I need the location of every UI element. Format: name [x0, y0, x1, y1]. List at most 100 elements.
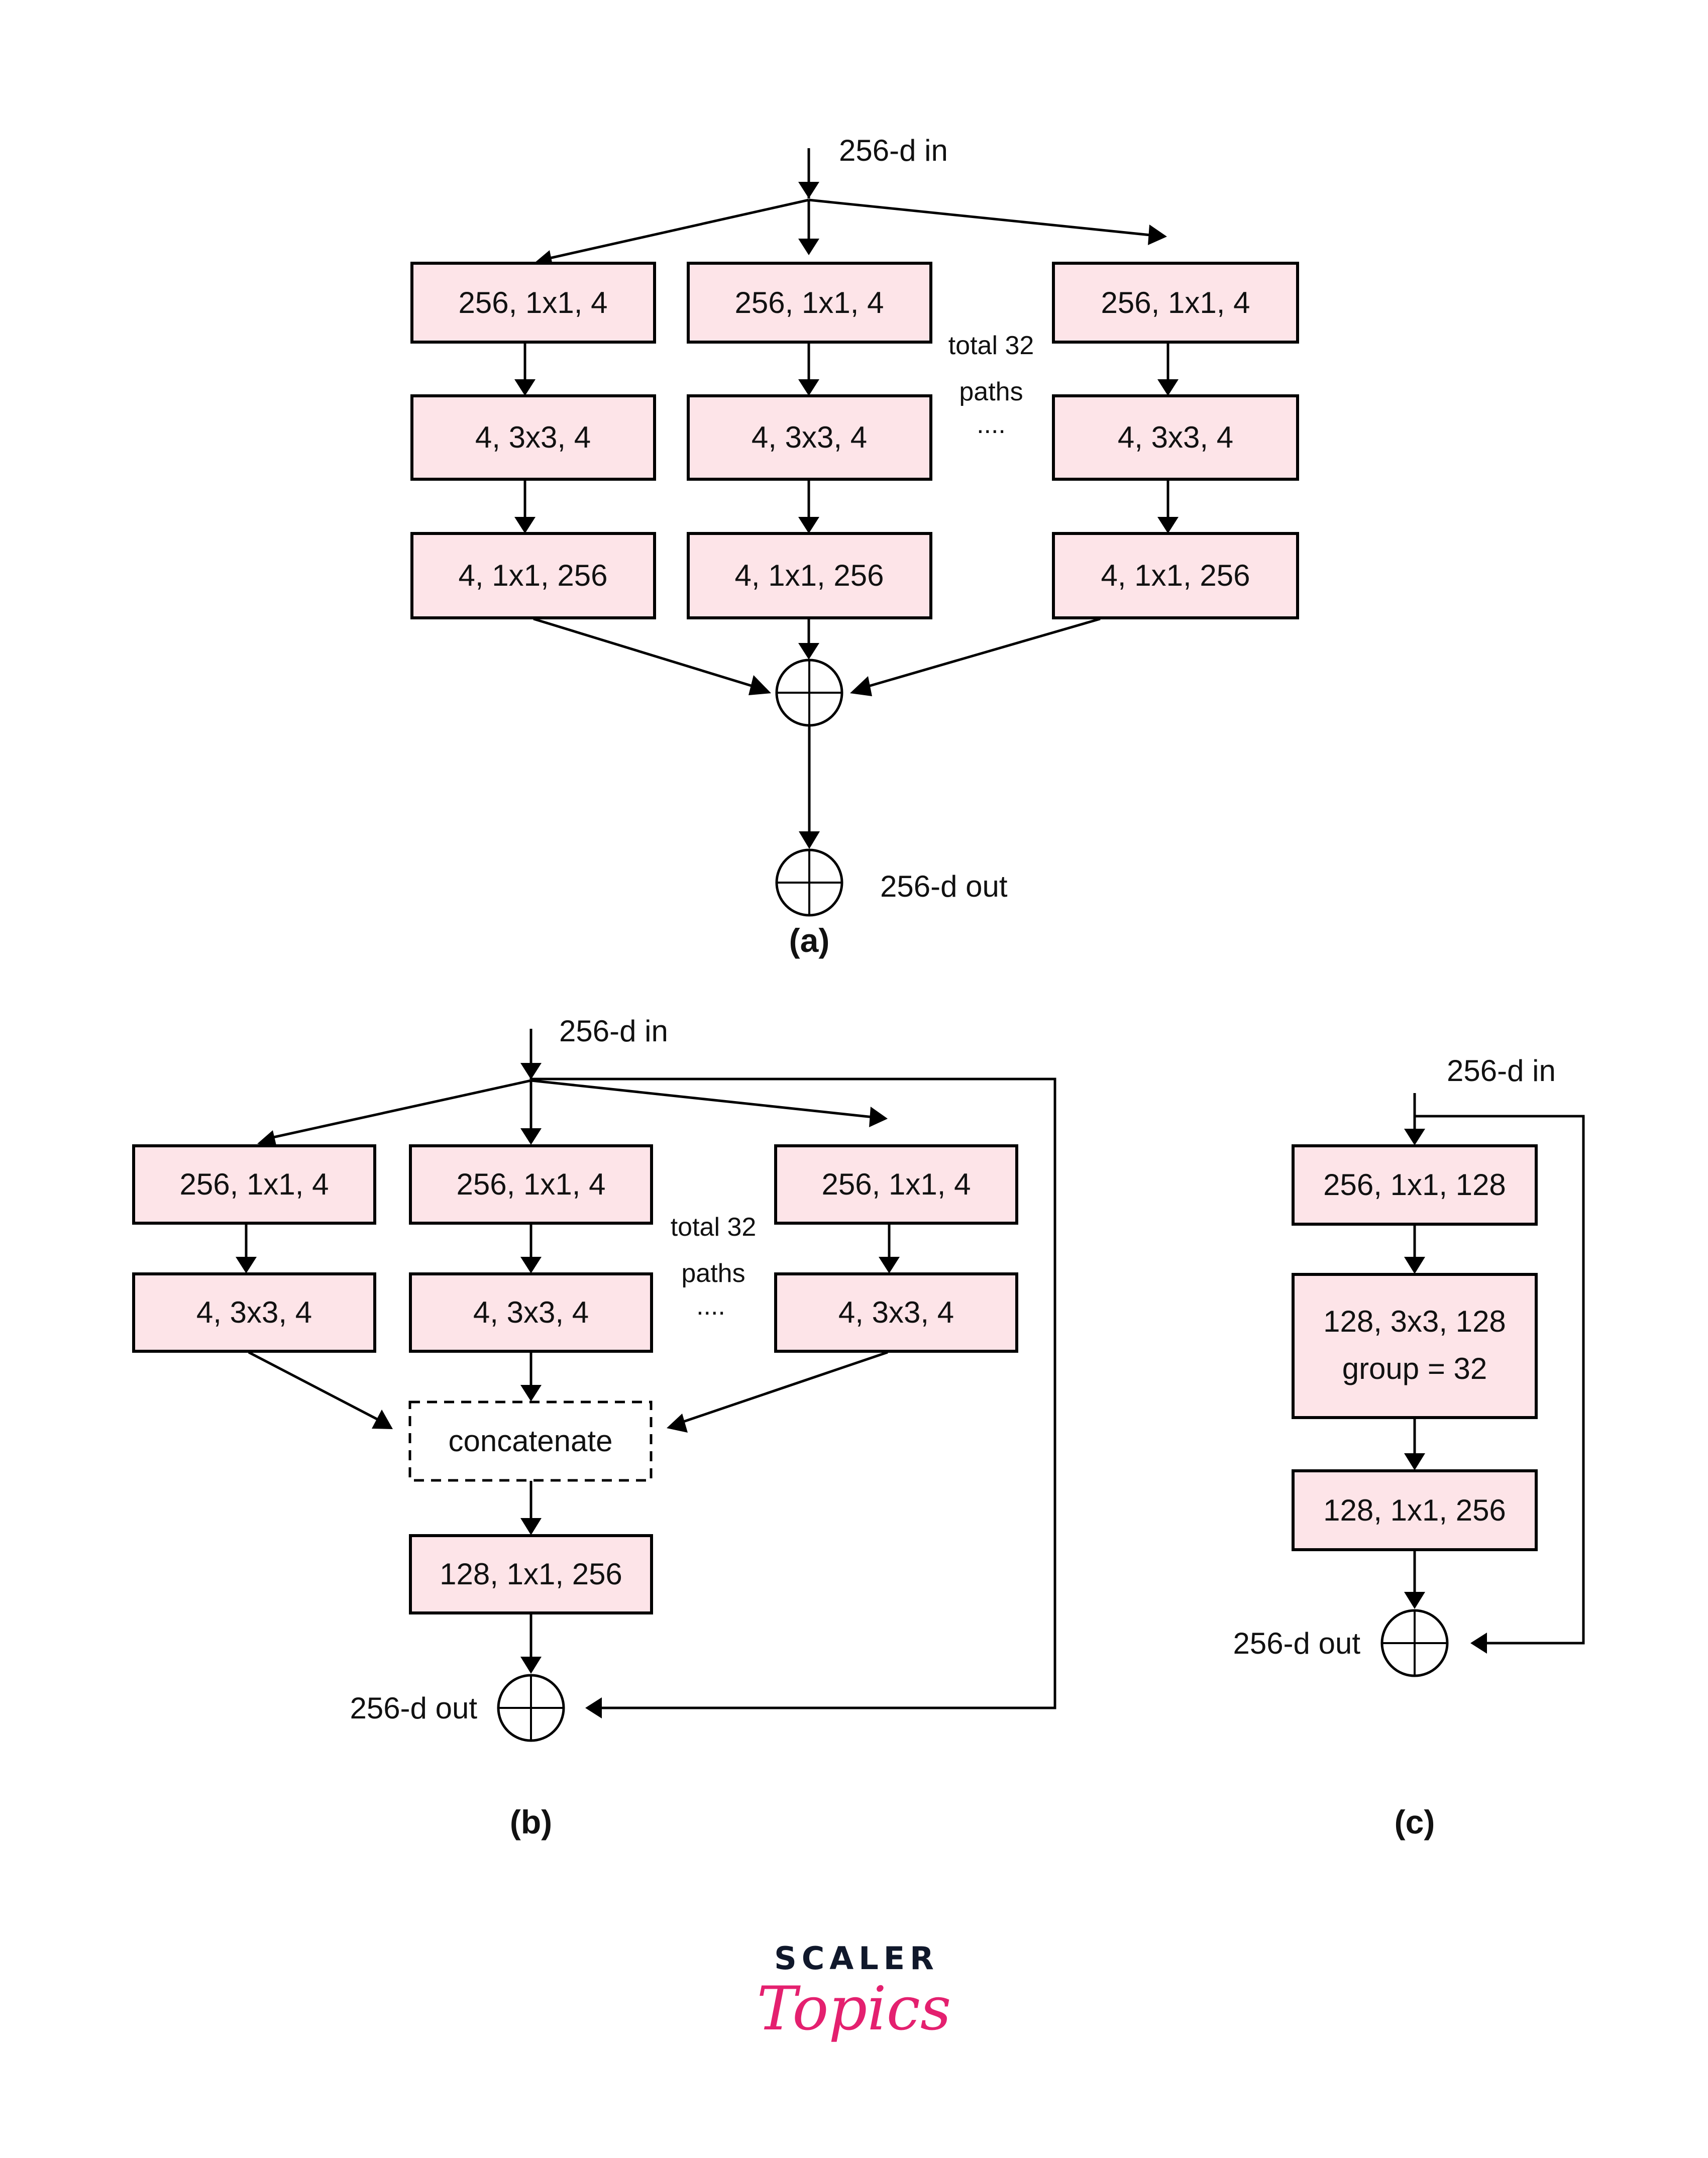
- sum-node-icon: [775, 659, 843, 727]
- conv-block: [410, 262, 656, 344]
- branch-line-left-a: [545, 198, 809, 261]
- branch-line-left-b: [268, 1079, 531, 1140]
- arrowhead: [798, 239, 819, 255]
- conv-block: [774, 1272, 1018, 1353]
- conv-block-label: 4, 1x1, 256: [735, 559, 884, 592]
- paths-note-ellipsis: ....: [977, 410, 1006, 439]
- conv-block: [1292, 1144, 1538, 1226]
- diagram-b: 256-d in 256, 1x1, 4 4, 3x3, 4 256, 1x1,…: [132, 1014, 1056, 1841]
- diagram-c: 256-d in 256, 1x1, 128 128, 3x3, 128 gro…: [1233, 1054, 1585, 1841]
- conv-block-label: 256, 1x1, 4: [457, 1167, 606, 1201]
- skip-connection-c: [1415, 1115, 1585, 1645]
- arrowhead: [667, 1414, 688, 1433]
- paths-note-total: total 32: [948, 331, 1034, 360]
- conv-block: [1052, 262, 1299, 344]
- diagram-a: 256-d in 256, 1x1, 4 4, 3x3, 4 4, 1x1, 2…: [410, 134, 1299, 959]
- arrowhead: [1404, 1129, 1425, 1145]
- arrowhead: [1157, 379, 1179, 396]
- conv-block: [687, 532, 932, 619]
- conv-block-label: 4, 3x3, 4: [838, 1296, 954, 1329]
- arrowhead: [1404, 1453, 1425, 1470]
- arrowhead: [520, 1063, 542, 1080]
- branch-line-right-b: [530, 1079, 874, 1119]
- merge-line-left-a: [533, 617, 757, 689]
- sum-node-icon: [497, 1674, 565, 1742]
- arrowhead: [520, 1518, 542, 1535]
- conv-block: [774, 1144, 1018, 1225]
- input-label-b: 256-d in: [559, 1014, 668, 1048]
- arrowhead: [798, 379, 819, 396]
- arrowhead: [1148, 225, 1167, 245]
- arrowhead: [749, 675, 771, 695]
- path-column-1-b: 256, 1x1, 4 4, 3x3, 4: [132, 1144, 376, 1353]
- conv-block: [1052, 394, 1299, 481]
- arrowhead: [372, 1410, 393, 1429]
- caption-a: (a): [789, 922, 830, 959]
- conv-block: [409, 1534, 653, 1614]
- path-column-2-b: 256, 1x1, 4 4, 3x3, 4: [409, 1144, 653, 1353]
- merge-line-left-b: [248, 1351, 383, 1423]
- conv-block-label: 128, 3x3, 128: [1323, 1305, 1506, 1338]
- conv-block-label: 4, 3x3, 4: [475, 420, 591, 454]
- sum-node-icon: [1380, 1609, 1449, 1677]
- grouped-conv-block: [1292, 1273, 1538, 1419]
- skip-connection-b: [531, 1077, 1056, 1709]
- conv-block-label: 4, 1x1, 256: [459, 559, 608, 592]
- arrowhead: [520, 1257, 542, 1273]
- path-column-2-a: 256, 1x1, 4 4, 3x3, 4 4, 1x1, 256: [687, 262, 932, 619]
- arrowhead: [520, 1385, 542, 1401]
- path-column-3-b: 256, 1x1, 4 4, 3x3, 4: [774, 1144, 1018, 1353]
- logo-scaler-text: SCALER: [774, 1940, 939, 1977]
- arrowhead: [514, 517, 536, 533]
- paths-note-paths: paths: [681, 1259, 745, 1288]
- arrowhead: [520, 1128, 542, 1145]
- conv-block-label: 256, 1x1, 4: [1101, 286, 1250, 319]
- arrowhead: [520, 1657, 542, 1674]
- conv-block-label: 4, 3x3, 4: [196, 1296, 312, 1329]
- conv-block: [132, 1272, 376, 1353]
- conv-block-label: 4, 3x3, 4: [473, 1296, 589, 1329]
- arrowhead: [236, 1257, 257, 1273]
- arrowhead: [1157, 517, 1179, 533]
- branch-line-right-a: [808, 198, 1151, 237]
- caption-c: (c): [1395, 1803, 1435, 1841]
- caption-b: (b): [510, 1803, 552, 1841]
- arrowhead: [798, 182, 819, 198]
- merge-line-right-a: [865, 617, 1101, 689]
- arrowhead: [1404, 1592, 1425, 1609]
- arrowhead: [798, 643, 819, 660]
- conv-block-label: 256, 1x1, 128: [1323, 1168, 1506, 1202]
- arrowhead: [869, 1107, 888, 1127]
- arrowhead: [799, 831, 820, 849]
- input-label-a: 256-d in: [839, 134, 948, 167]
- conv-block-label: 256, 1x1, 4: [822, 1167, 971, 1201]
- conv-block: [687, 394, 932, 481]
- arrowhead: [798, 517, 819, 533]
- conv-block-label: 256, 1x1, 4: [180, 1167, 329, 1201]
- paths-note-total: total 32: [671, 1213, 757, 1242]
- arrowhead: [514, 379, 536, 396]
- paths-note-paths: paths: [959, 377, 1023, 406]
- sum-node-icon: [775, 848, 843, 917]
- conv-block-label: 4, 1x1, 256: [1101, 559, 1250, 592]
- conv-block: [410, 532, 656, 619]
- output-label-a: 256-d out: [880, 870, 1008, 903]
- conv-block-label: 256, 1x1, 4: [735, 286, 884, 319]
- conv-block: [132, 1144, 376, 1225]
- logo-topics-text: Topics: [757, 1974, 951, 2044]
- conv-block-label: 256, 1x1, 4: [459, 286, 608, 319]
- group-label: group = 32: [1342, 1352, 1487, 1385]
- conv-block-label: 128, 1x1, 256: [440, 1557, 622, 1591]
- conv-block: [410, 394, 656, 481]
- conv-block-label: 128, 1x1, 256: [1323, 1493, 1506, 1527]
- concatenate-label: concatenate: [449, 1424, 613, 1458]
- conv-block-label: 4, 3x3, 4: [752, 420, 867, 454]
- conv-block: [1052, 532, 1299, 619]
- output-label-c: 256-d out: [1233, 1627, 1360, 1660]
- output-label-b: 256-d out: [350, 1691, 477, 1725]
- merge-line-right-b: [679, 1351, 888, 1425]
- arrowhead: [850, 676, 872, 696]
- conv-block: [409, 1144, 653, 1225]
- arrowhead: [879, 1257, 900, 1273]
